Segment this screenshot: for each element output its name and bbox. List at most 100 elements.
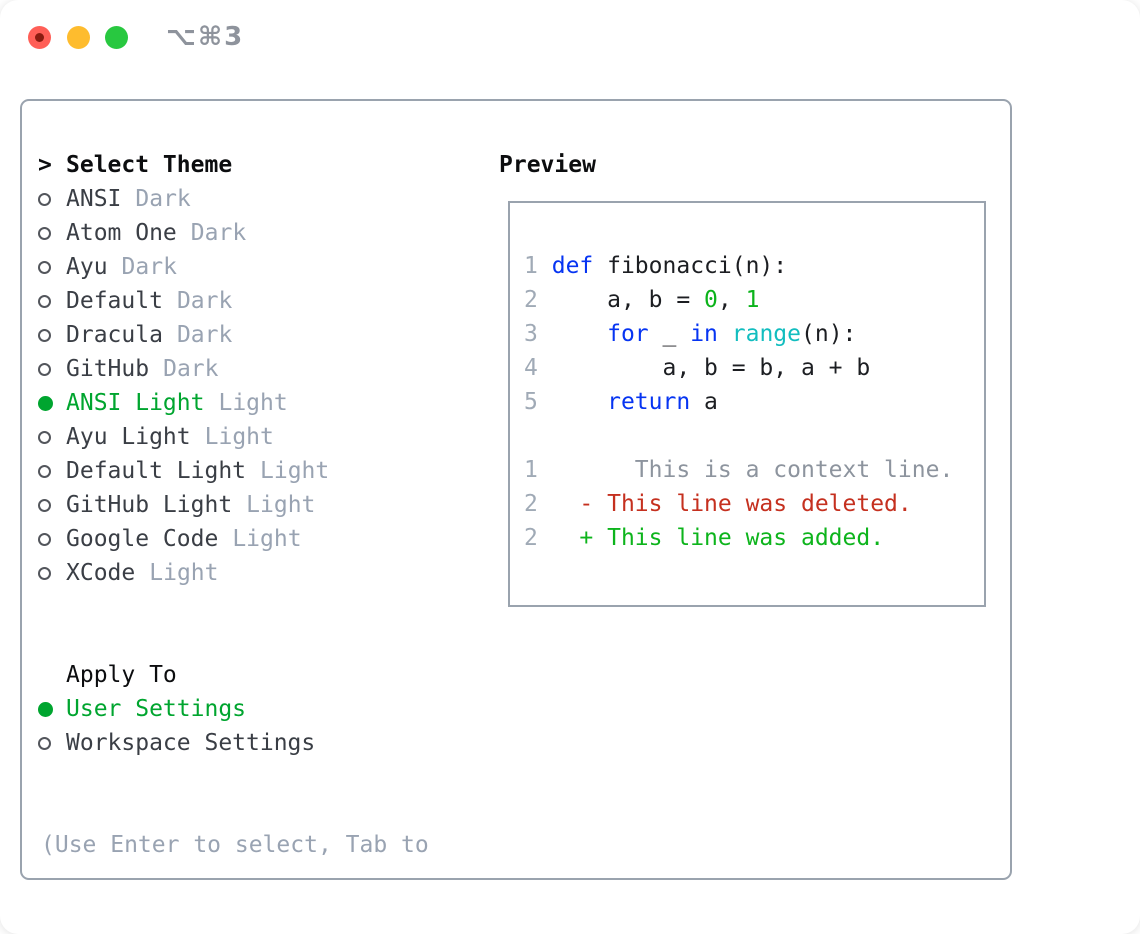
- code-token-plain: a: [690, 389, 718, 415]
- theme-variant: Light: [149, 560, 219, 586]
- theme-option-google-code[interactable]: Google Code Light: [38, 522, 329, 556]
- apply-option-user-settings[interactable]: User Settings: [38, 692, 329, 726]
- code-line: 3 for _ in range(n):: [524, 317, 984, 351]
- code-line: 5 return a: [524, 385, 984, 419]
- theme-name: Default Light: [66, 458, 247, 484]
- theme-name: Ayu Light: [66, 424, 191, 450]
- theme-variant: Dark: [190, 220, 247, 246]
- theme-variant: Dark: [135, 186, 191, 212]
- focus-prompt-icon: >: [38, 152, 52, 178]
- radio-icon: [38, 362, 51, 376]
- apply-to-header: Apply To: [38, 658, 329, 692]
- line-number: 1: [524, 253, 538, 279]
- line-number: 3: [524, 321, 538, 347]
- theme-variant: Light: [218, 390, 288, 416]
- theme-name: Atom One: [66, 220, 177, 246]
- code-line: 1 def fibonacci(n):: [524, 249, 984, 283]
- radio-icon: [38, 736, 51, 750]
- theme-name: GitHub: [66, 356, 150, 382]
- theme-variant: Light: [232, 526, 302, 552]
- select-theme-title: Select Theme: [66, 152, 233, 178]
- code-line: 2 + This line was added.: [524, 521, 984, 555]
- radio-icon: [38, 260, 51, 274]
- close-button[interactable]: [28, 26, 51, 49]
- theme-variant: Light: [204, 424, 274, 450]
- code-token-add: + This line was added.: [551, 525, 885, 551]
- radio-icon: [38, 566, 51, 580]
- theme-option-github[interactable]: GitHub Dark: [38, 352, 329, 386]
- code-line: [524, 419, 984, 453]
- zoom-button[interactable]: [105, 26, 128, 49]
- apply-to-title: Apply To: [66, 662, 177, 688]
- minimize-button[interactable]: [67, 26, 90, 49]
- radio-icon: [38, 226, 51, 240]
- theme-name: Google Code: [66, 526, 219, 552]
- code-token-plain: a, b =: [551, 287, 705, 313]
- line-number: 1: [524, 457, 538, 483]
- theme-option-default[interactable]: Default Dark: [38, 284, 329, 318]
- apply-option-workspace-settings[interactable]: Workspace Settings: [38, 726, 329, 760]
- theme-option-xcode[interactable]: XCode Light: [38, 556, 329, 590]
- theme-variant: Dark: [176, 288, 233, 314]
- theme-variant: Dark: [121, 254, 177, 280]
- code-token-plain: _: [648, 321, 691, 347]
- select-theme-header: > Select Theme: [38, 148, 329, 182]
- theme-name: Ayu: [66, 254, 108, 280]
- code-line: 4 a, b = b, a + b: [524, 351, 984, 385]
- code-token-kw: def: [551, 253, 594, 279]
- theme-name: ANSI Light: [66, 390, 205, 416]
- theme-variant: Light: [260, 458, 330, 484]
- code-token-kw: for: [607, 321, 649, 347]
- radio-selected-icon: [38, 395, 53, 411]
- theme-variant: Dark: [163, 356, 219, 382]
- window-shortcut-label: ⌥⌘3: [166, 22, 245, 52]
- code-token-kw: return: [607, 389, 691, 415]
- theme-option-github-light[interactable]: GitHub Light Light: [38, 488, 329, 522]
- theme-name: Default: [66, 288, 163, 314]
- theme-option-default-light[interactable]: Default Light Light: [38, 454, 329, 488]
- preview-title: Preview: [499, 152, 596, 178]
- theme-option-dracula[interactable]: Dracula Dark: [38, 318, 329, 352]
- code-token-builtin: range: [731, 321, 802, 347]
- theme-option-ayu-light[interactable]: Ayu Light Light: [38, 420, 329, 454]
- radio-icon: [38, 192, 51, 206]
- code-token-num: 1: [745, 287, 760, 313]
- theme-option-atom-one[interactable]: Atom One Dark: [38, 216, 329, 250]
- theme-variant: Dark: [176, 322, 233, 348]
- code-line: 2 a, b = 0, 1: [524, 283, 984, 317]
- radio-icon: [38, 294, 51, 308]
- theme-name: XCode: [66, 560, 136, 586]
- code-token-plain: fibonacci(n):: [593, 253, 788, 279]
- radio-icon: [38, 532, 51, 546]
- theme-option-ansi-light[interactable]: ANSI Light Light: [38, 386, 329, 420]
- code-line: 2 - This line was deleted.: [524, 487, 984, 521]
- code-line: 1 This is a context line.: [524, 453, 984, 487]
- help-text: (Use Enter to select, Tab to change focu…: [41, 760, 429, 934]
- code-token-del: - This line was deleted.: [551, 491, 912, 517]
- help-line-1: (Use Enter to select, Tab to: [41, 832, 429, 858]
- theme-option-ayu[interactable]: Ayu Dark: [38, 250, 329, 284]
- line-number: 2: [524, 287, 538, 313]
- document-edited-icon: [35, 33, 44, 42]
- apply-option-label: User Settings: [66, 696, 247, 722]
- code-token-plain: [552, 389, 607, 415]
- code-token-kw: in: [690, 321, 718, 347]
- theme-variant: Light: [246, 492, 316, 518]
- theme-name: GitHub Light: [66, 492, 233, 518]
- help-line-2: change focus): [41, 930, 429, 934]
- line-number: 4: [524, 355, 538, 381]
- theme-name: Dracula: [66, 322, 163, 348]
- code-token-plain: ,: [717, 287, 746, 313]
- radio-icon: [38, 464, 51, 478]
- line-number: 2: [524, 525, 538, 551]
- radio-icon: [38, 498, 51, 512]
- radio-icon: [38, 328, 51, 342]
- titlebar: ⌥⌘3: [0, 0, 1140, 70]
